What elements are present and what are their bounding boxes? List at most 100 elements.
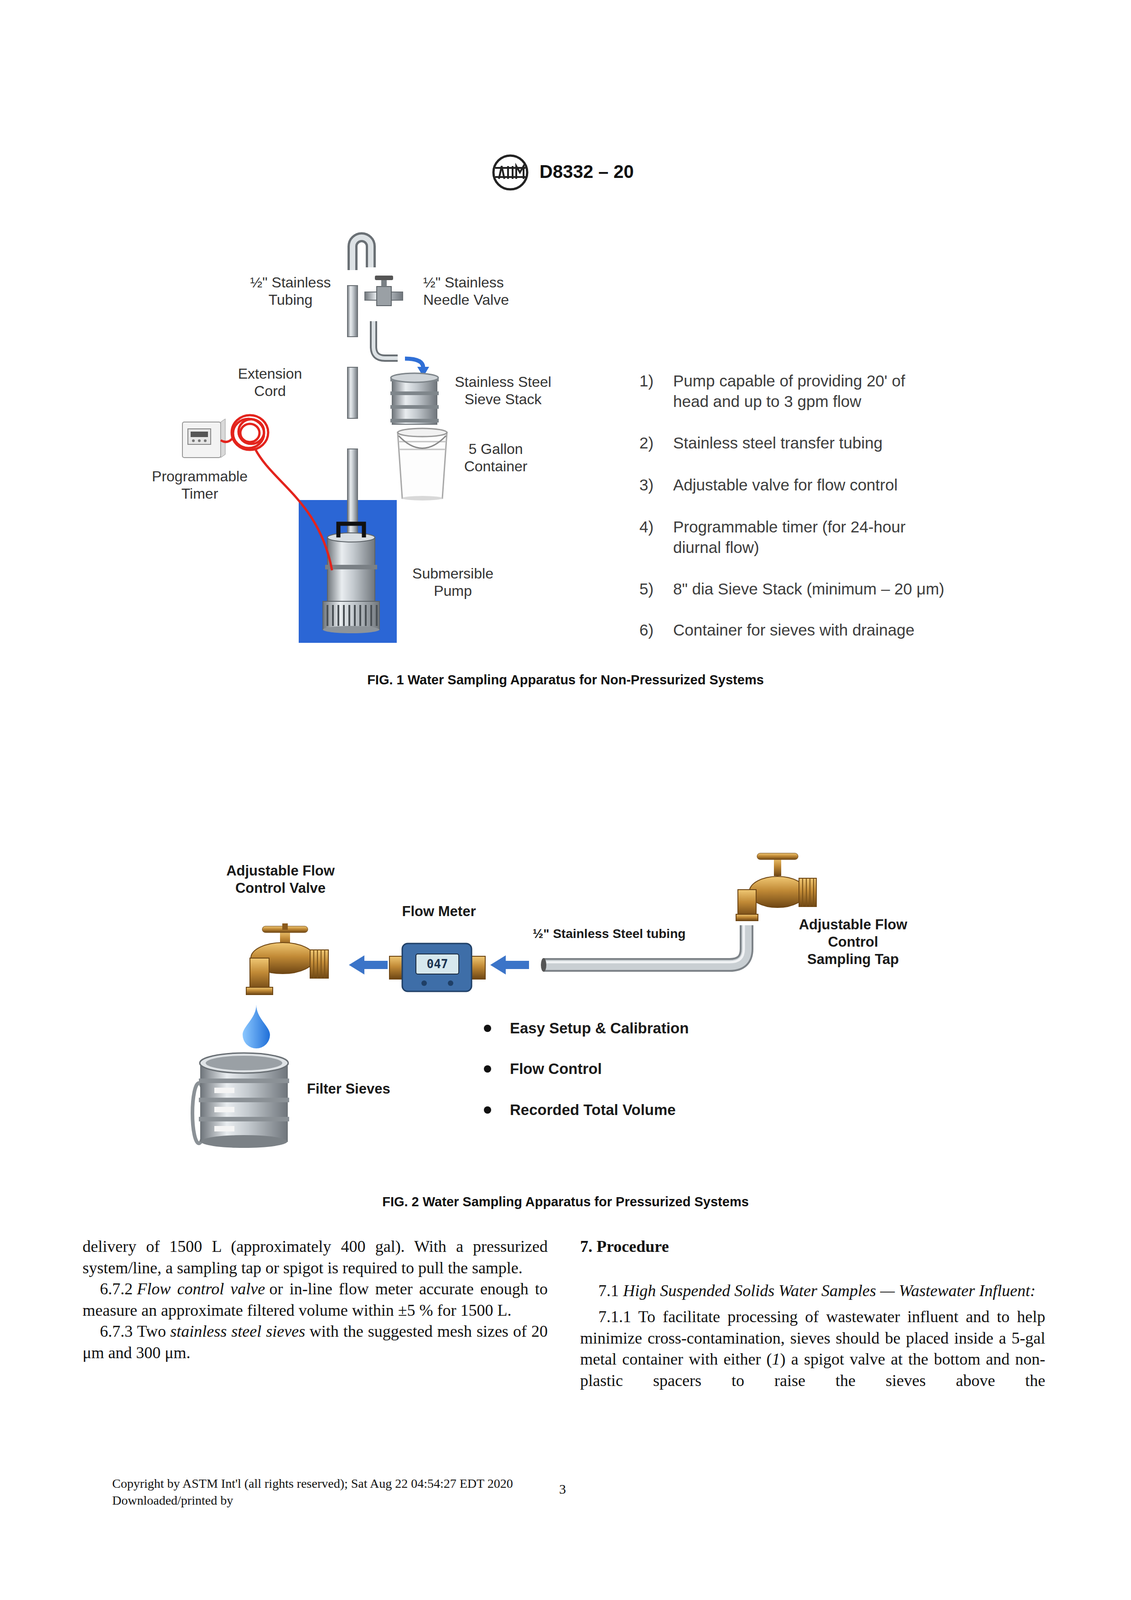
paragraph: 7. Procedure (580, 1235, 1046, 1257)
extension-cord (233, 418, 265, 448)
flow-arrow (404, 358, 424, 368)
paragraph: 6.7.2Flow control valveor in-line flow m… (82, 1277, 548, 1321)
extension-cord (255, 449, 333, 571)
bucket (402, 495, 443, 501)
filter-sieves (200, 1134, 288, 1148)
flow-meter (415, 953, 459, 974)
transfer-tubing (352, 237, 371, 270)
submersible-pump (338, 523, 364, 538)
timer (203, 439, 207, 442)
needle-valve (364, 275, 403, 358)
submersible-pump (327, 537, 375, 602)
part-label: Adjustable Flow Control Sampling Tap (797, 915, 909, 968)
sampling-tap (737, 889, 757, 917)
flow-arrow (348, 954, 388, 975)
footer-text: Copyright by ASTM Int'l (all rights rese… (112, 1475, 514, 1491)
bullet-item: Flow Control (509, 1059, 784, 1078)
flow-meter (421, 980, 427, 986)
submersible-pump (322, 523, 380, 633)
transfer-tubing (352, 237, 371, 270)
bullet-item: Easy Setup & Calibration (509, 1018, 784, 1038)
submersible-pump (322, 601, 380, 630)
text-column: 7. Procedure 7.1High Suspended Solids Wa… (580, 1235, 1046, 1391)
part-label: Adjustable Flow Control Valve (212, 861, 349, 897)
astm-logo (498, 166, 524, 179)
needle-valve (373, 321, 398, 358)
water-drop (242, 1004, 270, 1048)
flow-meter (402, 943, 472, 991)
part-label: Programmable Timer (147, 467, 253, 503)
flow-control-valve (313, 949, 325, 978)
astm-logo (493, 155, 528, 190)
sampling-tap (757, 852, 799, 860)
extension-cord (220, 415, 333, 571)
submersible-pump (327, 532, 375, 542)
section-number: 7.1 (598, 1281, 619, 1300)
page-number: 3 (559, 1480, 566, 1497)
transfer-tubing (347, 367, 358, 419)
timer (191, 439, 195, 442)
part-label: Submersible Pump (407, 564, 499, 600)
flow-meter (389, 943, 486, 991)
part-label: Extension Cord (224, 364, 316, 400)
part-label: ½" Stainless Needle Valve (423, 273, 529, 309)
document-designation: D8332 – 20 (539, 160, 634, 183)
part-label: Stainless Steel Sieve Stack (443, 373, 563, 408)
water-drop (242, 1004, 270, 1048)
valve-part: Adjustable Flow Control Valve (212, 859, 349, 997)
list-item: Container for sieves with drainage (673, 619, 993, 640)
transfer-tubing (347, 285, 358, 337)
flow-control-valve (246, 986, 273, 995)
extension-cord (238, 419, 265, 444)
timer (187, 428, 211, 445)
part-label: ½" Stainless Tubing (240, 273, 341, 309)
list-item: Adjustable valve for flow control (673, 474, 993, 495)
sieve-stack (390, 418, 439, 423)
transfer-tubing (347, 237, 371, 538)
timer (220, 418, 226, 458)
bucket (398, 435, 447, 449)
paragraph: 6.7.3 Twostainless steel sieveswith the … (82, 1320, 548, 1363)
flow-control-valve (310, 949, 329, 978)
list-item: Stainless steel transfer tubing (673, 432, 993, 453)
bucket (397, 428, 447, 501)
part-label: Filter Sieves (306, 1079, 391, 1098)
reference-number: 1 (772, 1349, 781, 1368)
subsection-title: High Suspended Solids Water Samples — Wa… (622, 1281, 1036, 1300)
section-number: 6.7.2 (99, 1279, 133, 1298)
filter-sieves (198, 1116, 290, 1121)
flow-meter (447, 980, 454, 986)
needle-valve (374, 275, 394, 281)
flow-control-valve (246, 923, 329, 995)
part-label: ½" Stainless Steel tubing (532, 925, 686, 942)
filter-sieves (214, 1106, 235, 1112)
footer-text: Downloaded/printed by (112, 1492, 234, 1508)
bucket (397, 432, 447, 499)
bullet-dot (483, 1024, 492, 1032)
bullet-dot (483, 1024, 492, 1114)
submersible-pump (325, 564, 378, 570)
timer (182, 418, 226, 458)
list-number: 3) (639, 474, 667, 495)
sieve-stack (390, 391, 439, 395)
filter-sieves (214, 1125, 235, 1131)
filter-sieves (205, 1055, 283, 1070)
meter-display: 047 (416, 956, 458, 971)
sampling-tap (736, 852, 817, 921)
list-number: 4) (639, 516, 667, 537)
filter-sieves (198, 1097, 290, 1102)
submersible-pump (327, 604, 377, 626)
flow-arrow (490, 954, 530, 975)
bucket (397, 428, 447, 437)
sampling-tap (749, 876, 806, 908)
bullet-dot (483, 1064, 492, 1073)
bullet-item: Recorded Total Volume (509, 1100, 784, 1119)
sieve-stack (392, 377, 437, 425)
text-column: delivery of 1500 L (approximately 400 ga… (82, 1235, 548, 1363)
list-number: 6) (639, 619, 667, 640)
filter-sieves (198, 1078, 290, 1083)
list-number: 2) (639, 432, 667, 453)
sieve-stack (390, 404, 439, 409)
needle-valve (376, 286, 392, 306)
filter-sieves (214, 1087, 235, 1093)
